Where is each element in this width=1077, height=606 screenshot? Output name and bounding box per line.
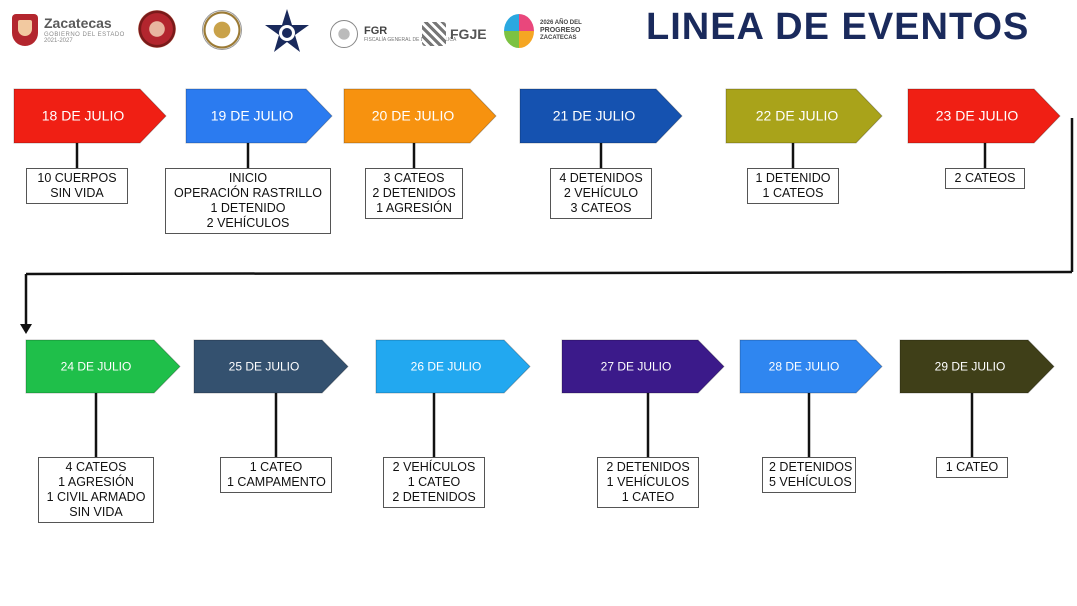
event-detail-line: 1 VEHÍCULOS [606, 475, 690, 489]
event-detail-line: SIN VIDA [69, 505, 123, 519]
fgje-logo: FGJE [422, 22, 487, 46]
zacatecas-logo-years: 2021-2027 [44, 38, 73, 44]
zacatecas-logo-subtitle: GOBIERNO DEL ESTADO [44, 32, 125, 38]
timeline-connectors [20, 118, 1074, 457]
zacatecas-logo: Zacatecas GOBIERNO DEL ESTADO 2021-2027 [12, 14, 125, 46]
event-date-label: 18 DE JULIO [42, 108, 125, 124]
event-detail-line: 2 VEHÍCULOS [392, 460, 476, 474]
page-title: LINEA DE EVENTOS [646, 6, 1030, 48]
event-detail-line: OPERACIÓN RASTRILLO [174, 186, 322, 200]
event-detail-line: 2 VEHÍCULO [563, 186, 639, 200]
event-detail-line: 2 CATEOS [954, 171, 1016, 185]
event-arrow-1 [13, 88, 167, 144]
event-date-label: 23 DE JULIO [936, 108, 1019, 124]
event-detail-line: 2 DETENIDOS [372, 186, 456, 200]
event-detail-line: 2 DETENIDOS [769, 460, 853, 474]
event-arrow-7 [25, 339, 181, 394]
event-detail-line: 4 DETENIDOS [559, 171, 643, 185]
event-detail-line: 2 DETENIDOS [392, 490, 476, 504]
event-date-label: 21 DE JULIO [553, 108, 636, 124]
event-detail-line: INICIO [228, 171, 268, 185]
event-detail-line: 1 AGRESIÓN [58, 475, 134, 489]
event-arrow-2 [185, 88, 333, 144]
event-date-label: 27 DE JULIO [601, 360, 672, 374]
event-detail-line: 1 CATEOS [762, 186, 824, 200]
event-detail-line: 1 DETENIDO [755, 171, 831, 185]
event-detail-box: 2 CATEOS [945, 168, 1025, 189]
event-arrow-11 [739, 339, 883, 394]
event-detail-line: 4 CATEOS [65, 460, 127, 474]
fgr-logo-subtitle: FISCALÍA GENERAL DE LA REPÚBLICA [364, 37, 457, 43]
event-detail-line: SIN VIDA [50, 186, 104, 200]
event-detail-line: 1 CIVIL ARMADO [46, 490, 146, 504]
event-detail-line: 2 VEHÍCULOS [206, 216, 290, 230]
event-detail-line: 1 AGRESIÓN [376, 201, 452, 215]
event-date-label: 20 DE JULIO [372, 108, 455, 124]
event-arrow-12 [899, 339, 1055, 394]
event-arrow-5 [725, 88, 883, 144]
event-detail-line: 1 DETENIDO [210, 201, 286, 215]
event-date-label: 19 DE JULIO [211, 108, 294, 124]
event-detail-box: 1 CATEO [936, 457, 1008, 478]
event-detail-line: 1 CATEO [249, 460, 303, 474]
event-date-label: 22 DE JULIO [756, 108, 839, 124]
event-date-label: 24 DE JULIO [61, 360, 132, 374]
progreso-line2: PROGRESO [540, 26, 581, 34]
event-arrow-6 [907, 88, 1061, 144]
security-seal-gold-icon [202, 10, 242, 50]
event-arrow-4 [519, 88, 683, 144]
event-arrow-10 [561, 339, 725, 394]
event-detail-line: 10 CUERPOS [37, 171, 117, 185]
event-arrow-8 [193, 339, 349, 394]
fgje-logo-text: FGJE [450, 26, 487, 42]
zacatecas-shield-icon [12, 14, 38, 46]
event-detail-line: 1 CATEO [407, 475, 461, 489]
event-detail-line: 1 CAMPAMENTO [227, 475, 326, 489]
event-detail-line: 3 CATEOS [383, 171, 445, 185]
zacatecas-logo-text: Zacatecas [44, 15, 112, 31]
event-date-label: 29 DE JULIO [935, 360, 1006, 374]
event-detail-line: 1 CATEO [945, 460, 999, 474]
event-detail-line: 5 VEHÍCULOS [769, 475, 852, 489]
wrap-connector-horizontal [25, 270, 1073, 276]
mexico-seal-icon [330, 20, 358, 48]
event-detail-line: 3 CATEOS [570, 201, 632, 215]
event-date-label: 25 DE JULIO [229, 360, 300, 374]
progreso-line3: ZACATECAS [540, 35, 577, 42]
event-detail-line: 1 CATEO [621, 490, 675, 504]
fgr-logo-text: FGR [364, 25, 388, 37]
fgje-mark-icon [422, 22, 446, 46]
fgr-logo: FGR FISCALÍA GENERAL DE LA REPÚBLICA [330, 20, 456, 48]
logo-strip: Zacatecas GOBIERNO DEL ESTADO 2021-2027 … [8, 9, 608, 62]
progreso-flower-icon [504, 14, 534, 48]
wrap-connector-arrowhead [20, 324, 32, 334]
event-arrow-3 [343, 88, 497, 144]
progreso-line1: 2026 AÑO DEL [540, 20, 582, 27]
police-star-icon [265, 9, 309, 52]
event-detail-line: 2 DETENIDOS [606, 460, 690, 474]
state-seal-red-icon [138, 10, 176, 48]
progreso-logo: 2026 AÑO DEL PROGRESO ZACATECAS [504, 14, 582, 48]
event-date-label: 26 DE JULIO [411, 360, 482, 374]
event-date-label: 28 DE JULIO [769, 360, 840, 374]
timeline-arrows: 18 DE JULIO 19 DE JULIO 20 DE JULIO 21 DE J… [13, 88, 1061, 394]
event-arrow-9 [375, 339, 531, 394]
